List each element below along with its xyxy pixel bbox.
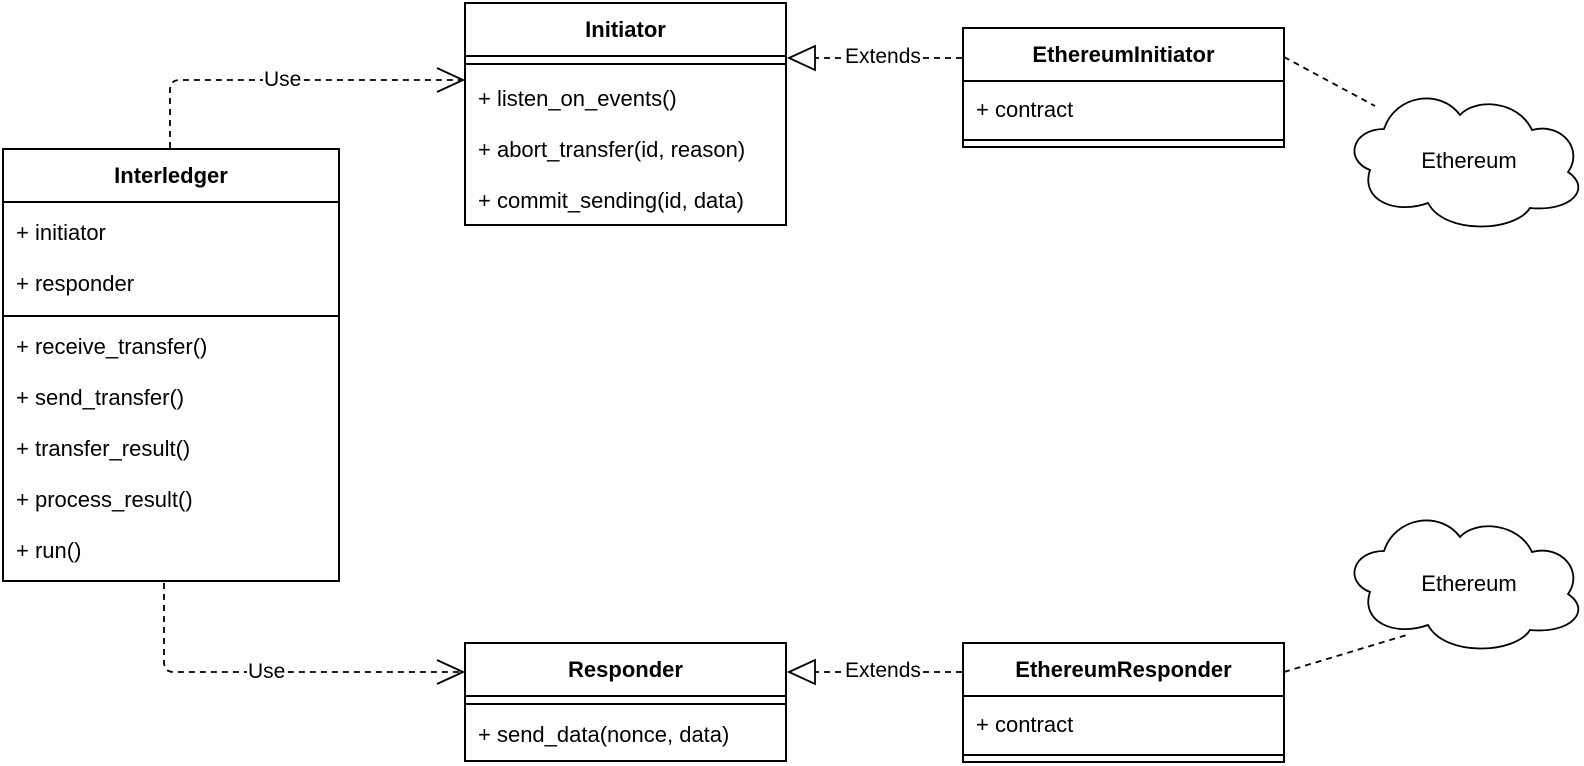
ethereum-initiator-attribute: + contract (976, 97, 1074, 122)
interledger-attribute: + responder (16, 271, 135, 296)
ethereum-responder-attribute: + contract (976, 712, 1074, 737)
extends-responder-label: Extends (844, 659, 922, 683)
cloud-top-label: Ethereum (1421, 148, 1517, 173)
ethereum-responder-class-name: EthereumResponder (964, 644, 1283, 697)
ethereum-initiator-class[interactable]: EthereumInitiator + contract (962, 27, 1285, 148)
initiator-operation: + commit_sending(id, data) (478, 188, 744, 213)
interledger-attributes: + initiator + responder (4, 203, 338, 317)
cloud-bottom-association (1283, 633, 1411, 673)
interledger-operation: + send_transfer() (16, 385, 185, 410)
interledger-attribute: + initiator (16, 220, 106, 245)
ethereum-initiator-operations (964, 141, 1283, 147)
use-initiator-label: Use (263, 68, 303, 92)
interledger-operation: + process_result() (16, 487, 193, 512)
initiator-attributes (466, 57, 785, 65)
cloud-top-shape (1353, 97, 1580, 228)
use-initiator-line (169, 79, 460, 148)
initiator-class-name: Initiator (466, 4, 785, 57)
ethereum-initiator-class-name: EthereumInitiator (964, 29, 1283, 82)
use-responder-line (163, 583, 460, 673)
responder-class[interactable]: Responder + send_data(nonce, data) (464, 642, 787, 762)
interledger-operation: + receive_transfer() (16, 334, 208, 359)
responder-operation: + send_data(nonce, data) (478, 722, 730, 747)
ethereum-responder-attributes: + contract (964, 697, 1283, 756)
interledger-class[interactable]: Interledger + initiator + responder + re… (2, 148, 340, 582)
cloud-bottom-label: Ethereum (1421, 571, 1517, 596)
cloud-top-association (1283, 56, 1376, 107)
interledger-operation: + run() (16, 538, 82, 563)
use-initiator-arrowhead (436, 67, 466, 93)
use-responder-label: Use (247, 660, 287, 684)
responder-class-name: Responder (466, 644, 785, 697)
interledger-operation: + transfer_result() (16, 436, 191, 461)
interledger-operations: + receive_transfer() + send_transfer() +… (4, 317, 338, 580)
ethereum-initiator-attributes: + contract (964, 82, 1283, 141)
use-responder-arrowhead (436, 659, 466, 685)
responder-attributes (466, 697, 785, 705)
cloud-bottom-shape (1353, 519, 1580, 650)
ethereum-responder-operations (964, 756, 1283, 762)
extends-initiator-arrowhead (786, 44, 816, 72)
initiator-operations: + listen_on_events() + abort_transfer(id… (466, 65, 785, 230)
ethereum-responder-class[interactable]: EthereumResponder + contract (962, 642, 1285, 763)
responder-operations: + send_data(nonce, data) (466, 705, 785, 764)
initiator-operation: + abort_transfer(id, reason) (478, 137, 746, 162)
extends-responder-arrowhead (786, 658, 816, 686)
interledger-class-name: Interledger (4, 150, 338, 203)
extends-initiator-label: Extends (844, 45, 922, 69)
initiator-class[interactable]: Initiator + listen_on_events() + abort_t… (464, 2, 787, 226)
initiator-operation: + listen_on_events() (478, 86, 677, 111)
